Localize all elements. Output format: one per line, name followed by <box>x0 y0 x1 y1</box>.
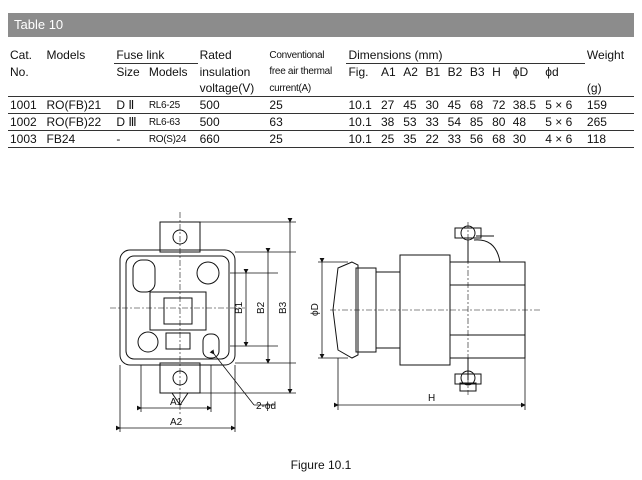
cell-fuse-model: RO(S)24 <box>146 130 198 148</box>
table-title: Table 10 <box>8 13 634 37</box>
cell-voltage: 660 <box>197 130 268 148</box>
hdr-size: Size <box>116 65 140 79</box>
cell-voltage: 500 <box>197 113 268 131</box>
hdr-fig: Fig. <box>348 65 369 79</box>
cell-cat: 1001 <box>8 96 45 114</box>
figure-caption: Figure 10.1 <box>290 458 352 472</box>
label-phid: 2-ϕd <box>256 401 276 412</box>
hdr-fuse-link: Fuse link <box>114 47 198 64</box>
hdr-b3: B3 <box>469 65 485 79</box>
hdr-rated-1: Rated <box>199 48 232 63</box>
cell-fuse-model: RL6-25 <box>146 96 198 114</box>
cell-a1: 25 <box>379 130 402 148</box>
cell-b3: 68 <box>467 96 491 114</box>
hdr-rated-2: insulation <box>199 64 251 79</box>
cell-phid: 5 × 6 <box>543 113 581 131</box>
cell-b1: 33 <box>423 113 446 131</box>
hdr-rated-3: voltage(V) <box>199 81 255 95</box>
cell-phid: 4 × 6 <box>543 130 581 148</box>
label-phiD: ϕD <box>310 303 321 316</box>
cell-size: D Ⅲ <box>114 113 147 131</box>
hdr-dimensions: Dimensions (mm) <box>346 47 585 64</box>
cell-a2: 53 <box>401 113 424 131</box>
cell-current: 25 <box>267 130 347 148</box>
hdr-cat: Cat. <box>10 48 33 63</box>
cell-model: FB24 <box>44 130 115 148</box>
hdr-models: Models <box>46 48 86 63</box>
cell-b3: 85 <box>467 113 491 131</box>
table-row: 1001 RO(FB)21 D Ⅱ RL6-25 500 25 10.1 27 … <box>8 96 634 114</box>
front-view <box>119 221 236 406</box>
header-row-1: Cat. Models Fuse link Rated Conventional… <box>8 47 634 64</box>
label-a2: A2 <box>170 417 183 428</box>
table-row: 1002 RO(FB)22 D Ⅲ RL6-63 500 63 10.1 38 … <box>8 113 634 131</box>
label-h: H <box>428 393 435 404</box>
cell-fig: 10.1 <box>346 113 379 131</box>
cell-h: 72 <box>490 96 511 114</box>
cell-phid: 5 × 6 <box>543 96 581 114</box>
hdr-conv-1: Conventional <box>269 49 325 61</box>
hdr-phid: ϕd <box>545 65 559 79</box>
cell-phiD: 48 <box>510 113 544 131</box>
cell-h: 80 <box>490 113 511 131</box>
label-b3: B3 <box>278 301 289 314</box>
table-row: 1003 FB24 - RO(S)24 660 25 10.1 25 35 22… <box>8 130 634 148</box>
label-b1: B1 <box>234 301 245 314</box>
cell-current: 63 <box>267 113 347 131</box>
cell-b3: 56 <box>467 130 491 148</box>
cell-weight: 265 <box>584 113 634 131</box>
hdr-a2: A2 <box>403 65 418 79</box>
hdr-phiD: ϕD <box>512 65 529 79</box>
hdr-weight-unit: (g) <box>586 81 602 95</box>
hdr-b1: B1 <box>425 65 441 79</box>
cell-a1: 38 <box>379 113 402 131</box>
cell-phiD: 30 <box>510 130 544 148</box>
hdr-no: No. <box>10 64 29 79</box>
cell-b1: 30 <box>423 96 446 114</box>
cell-voltage: 500 <box>197 96 268 114</box>
cell-model: RO(FB)22 <box>44 113 115 131</box>
hdr-conv-3: current(A) <box>269 82 311 94</box>
spec-table: Cat. Models Fuse link Rated Conventional… <box>8 47 634 148</box>
hdr-b2: B2 <box>447 65 463 79</box>
cell-fig: 10.1 <box>346 130 379 148</box>
technical-drawing: A1 A2 B1 B2 B3 2-ϕd ϕD H <box>110 212 540 432</box>
cell-size: D Ⅱ <box>114 96 147 114</box>
cell-cat: 1003 <box>8 130 45 148</box>
cell-b2: 33 <box>445 130 468 148</box>
cell-a2: 45 <box>401 96 424 114</box>
hdr-conv-2: free air thermal <box>269 66 332 78</box>
cell-cat: 1002 <box>8 113 45 131</box>
hdr-weight: Weight <box>586 48 625 63</box>
header-row-2: No. Size Models insulation free air ther… <box>8 64 634 81</box>
cell-b1: 22 <box>423 130 446 148</box>
hdr-a1: A1 <box>381 65 396 79</box>
cell-fuse-model: RL6-63 <box>146 113 198 131</box>
cell-h: 68 <box>490 130 511 148</box>
cell-weight: 118 <box>584 130 634 148</box>
side-view <box>332 225 526 392</box>
cell-current: 25 <box>267 96 347 114</box>
header-row-3: voltage(V) current(A) (g) <box>8 80 634 97</box>
cell-b2: 45 <box>445 96 468 114</box>
cell-phiD: 38.5 <box>510 96 544 114</box>
cell-fig: 10.1 <box>346 96 379 114</box>
cell-a2: 35 <box>401 130 424 148</box>
hdr-fuse-models: Models <box>148 65 188 79</box>
cell-model: RO(FB)21 <box>44 96 115 114</box>
label-b2: B2 <box>256 301 267 314</box>
label-a1: A1 <box>170 397 183 408</box>
hdr-h: H <box>492 65 501 79</box>
cell-size: - <box>114 130 147 148</box>
cell-b2: 54 <box>445 113 468 131</box>
cell-weight: 159 <box>584 96 634 114</box>
cell-a1: 27 <box>379 96 402 114</box>
